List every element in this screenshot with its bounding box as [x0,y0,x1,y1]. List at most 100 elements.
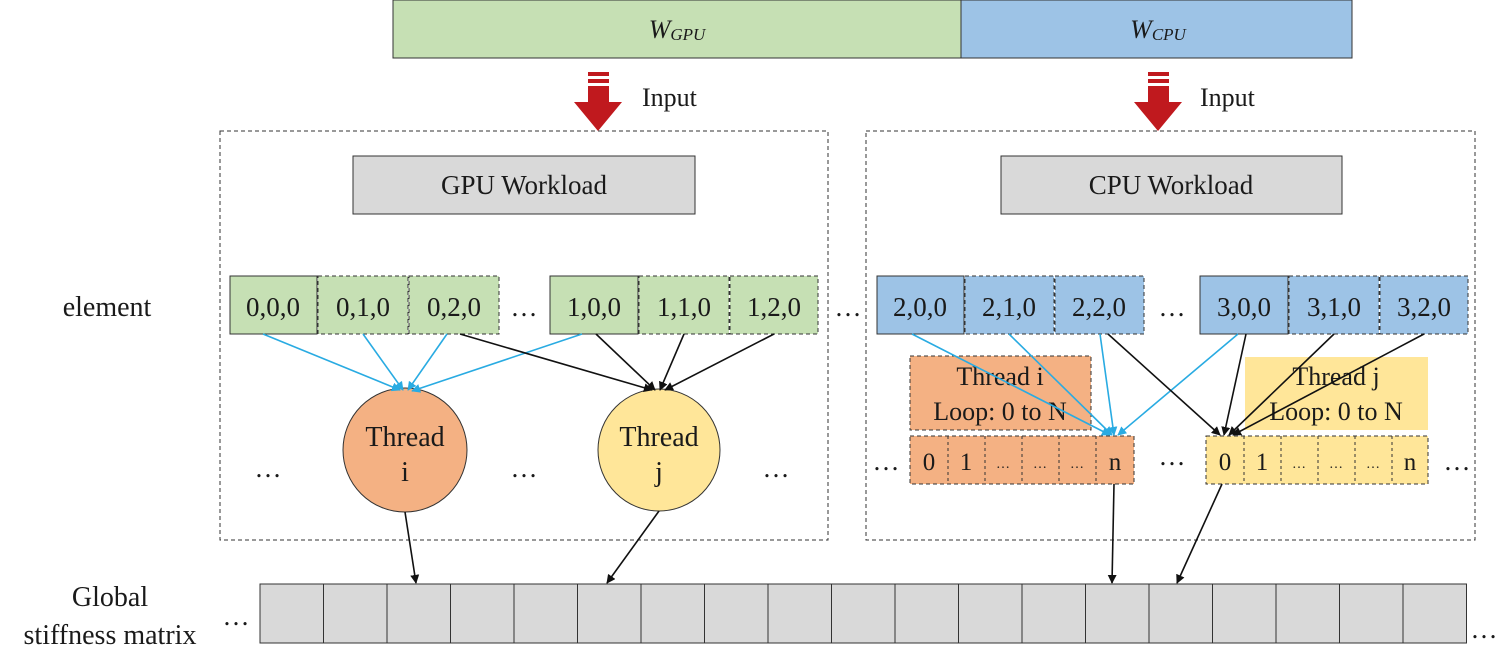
loop-cell: … [996,457,1010,472]
arrow-black [1221,333,1247,436]
element-cell-label: 1,0,0 [567,292,621,322]
element-cell [549,275,639,335]
matrix-cell [767,583,832,644]
down-arrow-icon [1134,86,1182,131]
gpu-input-arrow: Input [574,72,698,131]
arrow-black [1107,483,1117,584]
thread-label: Thread [365,422,444,453]
gpu-workload-segment [392,0,962,59]
cpu-thread-j-loop: 0 1 … … … n [1205,435,1429,485]
loop-cell: … [1033,457,1047,472]
global-label-line2: stiffness matrix [24,620,197,651]
matrix-cell [513,583,578,644]
thread-label: j [654,457,663,488]
loop-cell: 1 [960,449,973,476]
arrow-black [459,333,653,393]
cpu-thread-i-box: Thread i Loop: 0 to N [909,355,1092,431]
loop-cell: … [1366,457,1380,472]
element-cell [1379,275,1469,335]
matrix-cell [259,583,324,644]
arrow-blue [407,333,448,391]
element-cell-label: 3,1,0 [1307,292,1361,322]
thread-label: Thread i [956,362,1043,391]
loop-cell: … [1292,457,1306,472]
ellipsis: … [511,453,538,483]
global-stiffness-matrix [259,583,1467,644]
arrow-black [1107,333,1221,436]
arrow-black [659,333,685,391]
element-cell-label: 0,2,0 [427,292,481,322]
element-cell-label: 3,0,0 [1217,292,1271,322]
cpu-element-group-a: 2,0,0 2,1,0 2,2,0 [876,275,1145,335]
arrow-blue [1099,333,1118,436]
loop-cell: 0 [1219,449,1232,476]
gpu-element-group-b: 1,0,0 1,1,0 1,2,0 [549,275,819,335]
ellipsis: … [835,292,862,322]
element-cell [638,275,730,335]
element-cell [1288,275,1380,335]
workload-bar: WGPU WCPU [392,0,1353,59]
loop-cell: … [1070,457,1084,472]
arrow-blue [262,333,401,392]
matrix-cell [386,583,451,644]
arrow-black [664,333,775,391]
arrow-blue [1117,333,1239,436]
arrow-blue [411,333,583,393]
element-cell-label: 2,0,0 [893,292,947,322]
thread-label: i [401,457,409,488]
arrow-blue [1008,333,1113,436]
element-cell-label: 2,1,0 [982,292,1036,322]
cpu-input-arrow: Input [1134,72,1256,131]
matrix-cell [958,583,1023,644]
cpu-thread-i-loop: 0 1 … … … n [909,435,1135,485]
w-gpu-label: WGPU [649,15,707,44]
ellipsis: … [255,453,282,483]
gpu-thread-j: Thread j [597,388,721,512]
element-cell [1054,275,1145,335]
cpu-workload-box [1000,155,1343,215]
loop-cell: 1 [1256,449,1269,476]
element-cell-label: 2,2,0 [1072,292,1126,322]
loop-cell: 0 [923,449,936,476]
matrix-cell [1402,583,1467,644]
ellipsis: … [1159,441,1186,471]
connection-arrows [262,333,1425,584]
element-cell-label: 0,0,0 [246,292,300,322]
arrow-black [1232,333,1425,436]
arrow-black [1228,333,1335,436]
cpu-panel [865,130,1476,541]
matrix-cell [1148,583,1213,644]
arrow-black [606,510,660,584]
cpu-thread-j-box: Thread j Loop: 0 to N [1245,357,1428,430]
ellipsis: … [1159,292,1186,322]
arrow-blue [911,333,1111,436]
matrix-cell [1339,583,1404,644]
loop-cell: … [1329,457,1343,472]
ellipsis: … [1444,446,1471,476]
global-label-line1: Global [72,582,148,613]
thread-label: Thread j [1292,362,1379,391]
element-cell-label: 1,2,0 [747,292,801,322]
arrow-black [1176,483,1223,584]
element-cell-label: 0,1,0 [336,292,390,322]
thread-label: Thread [619,422,698,453]
element-cell [317,275,409,335]
matrix-cell [640,583,705,644]
gpu-element-group-a: 0,0,0 0,1,0 0,2,0 [229,275,500,335]
element-cell [876,275,965,335]
ellipsis: … [1471,614,1498,644]
gpu-workload-title: GPU Workload [441,170,608,200]
element-label: element [63,292,152,323]
cpu-element-group-b: 3,0,0 3,1,0 3,2,0 [1199,275,1469,335]
loop-label: Loop: 0 to N [933,397,1067,426]
loop-cell: n [1109,449,1122,476]
arrow-blue [362,333,404,391]
cpu-input-label: Input [1200,83,1256,112]
ellipsis: … [873,446,900,476]
gpu-input-label: Input [642,83,698,112]
matrix-cell [1085,583,1150,644]
down-arrow-icon [574,86,622,131]
ellipsis: … [763,453,790,483]
loop-cell: n [1404,449,1417,476]
